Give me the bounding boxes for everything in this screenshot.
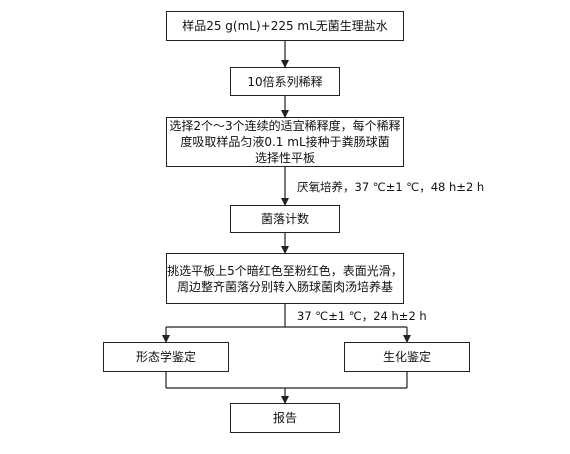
step-report-text: 报告 [272, 411, 297, 425]
step-pick-colonies-line2: 周边整齐菌落分别转入肠球菌肉汤培养基 [176, 279, 393, 294]
condition-incubation: 37 ℃±1 ℃，24 h±2 h [297, 309, 427, 323]
step-pick-colonies-line1: 挑选平板上5个暗红色至粉红色，表面光滑， [167, 263, 403, 278]
step-pick-colonies: 挑选平板上5个暗红色至粉红色，表面光滑， 周边整齐菌落分别转入肠球菌肉汤培养基 [166, 253, 404, 304]
step-inoculation-line1: 选择2个～3个连续的适宜稀释度，每个稀释 [169, 119, 401, 133]
step-inoculation: 选择2个～3个连续的适宜稀释度，每个稀释 度吸取样品匀液0.1 mL接种于粪肠球… [166, 117, 404, 167]
step-serial-dilution-text: 10倍系列稀释 [247, 74, 323, 89]
condition-anaerobic: 厌氧培养，37 ℃±1 ℃，48 h±2 h [297, 180, 485, 194]
step-sample-prep-text: 样品25 g(mL)+225 mL无菌生理盐水 [182, 19, 388, 33]
step-report: 报告 [230, 403, 340, 433]
step-colony-count-text: 菌落计数 [260, 212, 309, 226]
step-inoculation-line3: 选择性平板 [254, 151, 315, 165]
branch-biochemical: 生化鉴定 [344, 342, 470, 372]
step-colony-count: 菌落计数 [230, 205, 340, 233]
step-sample-prep: 样品25 g(mL)+225 mL无菌生理盐水 [166, 11, 404, 41]
step-inoculation-line2: 度吸取样品匀液0.1 mL接种于粪肠球菌 [180, 135, 390, 149]
branch-biochemical-text: 生化鉴定 [382, 350, 431, 364]
branch-morphology-text: 形态学鉴定 [135, 350, 196, 364]
step-serial-dilution: 10倍系列稀释 [230, 67, 340, 96]
branch-morphology: 形态学鉴定 [103, 342, 229, 372]
